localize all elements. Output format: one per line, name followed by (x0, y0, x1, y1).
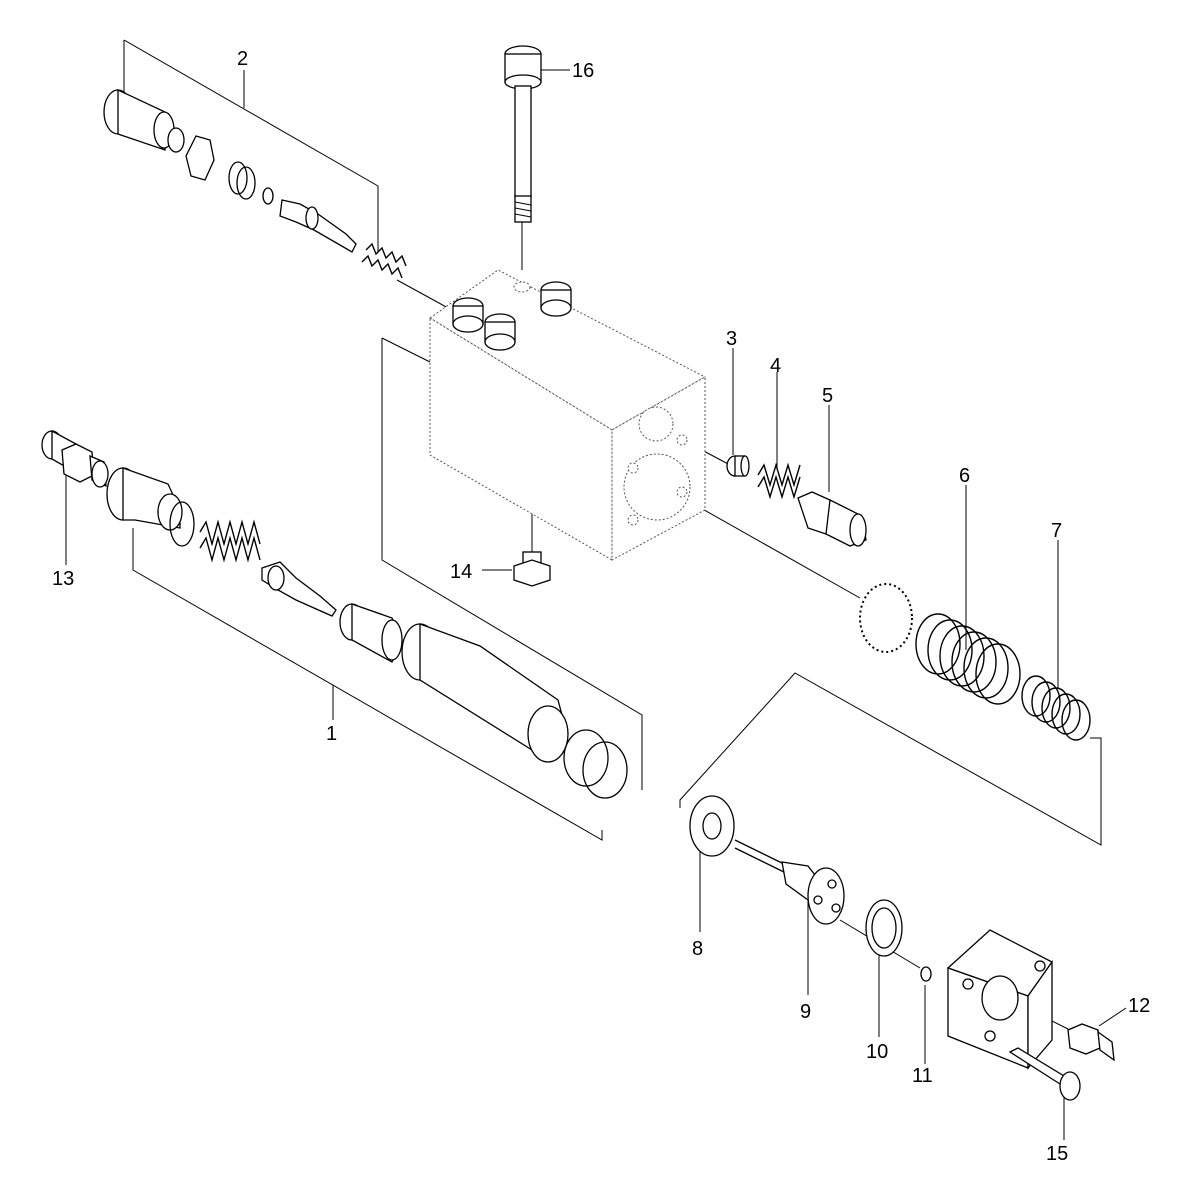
plate-10 (865, 899, 903, 957)
callout-9: 9 (800, 1001, 811, 1023)
cover-plate (946, 929, 1053, 1070)
callout-8: 8 (692, 938, 703, 960)
fitting-13 (41, 429, 109, 488)
callout-12: 12 (1128, 995, 1150, 1017)
leader-lines (65, 69, 1127, 1140)
main-cartridge-1 (106, 467, 628, 799)
callout-labels: 1 2 3 4 5 6 7 8 9 10 11 12 13 14 15 16 (52, 48, 1150, 1165)
plug-14 (513, 551, 551, 587)
callout-2: 2 (237, 48, 248, 70)
o-ring-dotted (859, 583, 913, 653)
callout-11: 11 (912, 1065, 933, 1087)
callout-5: 5 (822, 385, 833, 407)
callout-7: 7 (1051, 520, 1062, 542)
cap-screw-16 (504, 45, 542, 223)
spring-7 (1021, 675, 1091, 741)
plug-5 (797, 491, 867, 547)
callout-10: 10 (866, 1041, 888, 1063)
callout-6: 6 (959, 465, 970, 487)
callout-16: 16 (572, 60, 594, 82)
pin-11 (920, 966, 932, 982)
callout-4: 4 (770, 355, 781, 377)
screw-15 (1008, 1047, 1081, 1101)
spring-2 (361, 242, 407, 279)
valve-block (429, 269, 707, 561)
spring-4 (757, 462, 801, 500)
callout-14: 14 (450, 561, 472, 583)
fitting-12 (1067, 1023, 1115, 1062)
relief-cartridge-2 (103, 88, 357, 253)
callout-1: 1 (326, 723, 337, 745)
callout-15: 15 (1046, 1143, 1068, 1165)
callout-3: 3 (726, 328, 737, 350)
piston-9 (734, 839, 845, 925)
plug-3 (726, 455, 750, 477)
washer-8 (689, 795, 735, 857)
callout-13: 13 (52, 568, 74, 590)
spring-6 (915, 613, 1021, 705)
